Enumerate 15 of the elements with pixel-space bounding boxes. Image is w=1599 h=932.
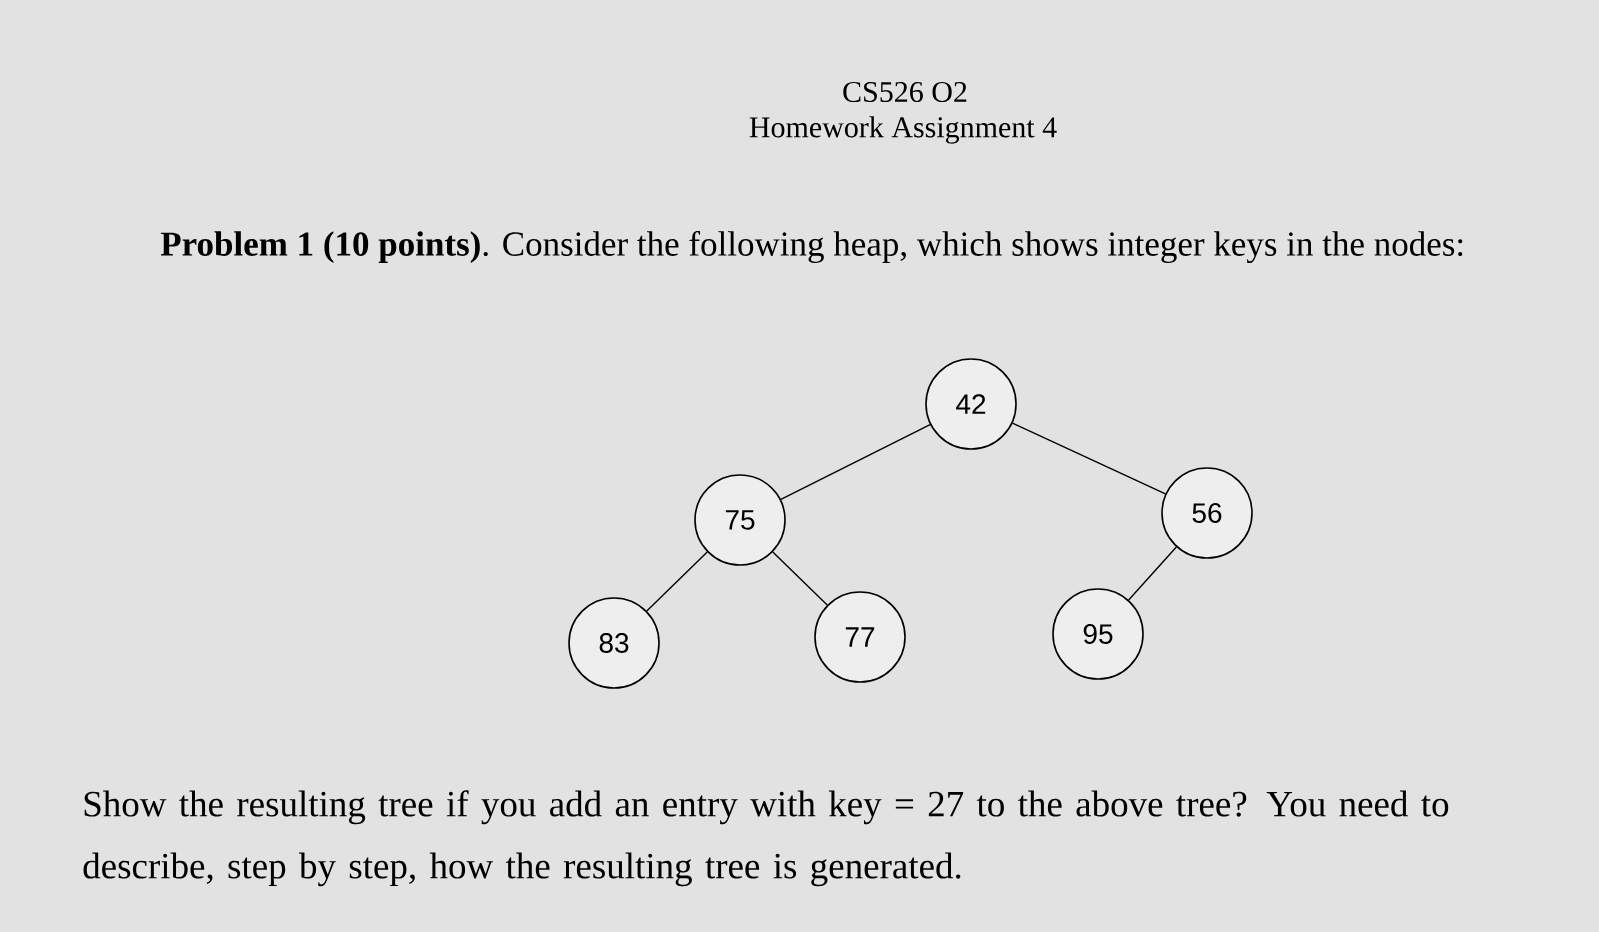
problem-statement: Problem 1 (10 points). Consider the following heap, which shows integer keys in the nodes: — [160, 230, 1463, 264]
tree-edge — [646, 551, 708, 612]
heap-node: 75 — [694, 474, 786, 566]
question-text: Show the resulting tree if you add an entry with key = 27 to the above tree? You need to describe, step by step, how the resulting tree is generated. — [83, 790, 1449, 887]
heap-node: 56 — [1161, 467, 1253, 559]
tree-edge — [772, 551, 828, 606]
heading: CS526 O2 — [843, 81, 967, 103]
heap-node: 83 — [568, 597, 660, 689]
tree-edge — [1127, 546, 1178, 601]
heap-node: 77 — [814, 591, 906, 683]
heap-node: 42 — [925, 358, 1017, 450]
tree-edge — [780, 423, 931, 501]
heap-node: 95 — [1052, 588, 1144, 680]
tree-edge — [1011, 422, 1167, 495]
heading: Homework Assignment 4 — [749, 116, 1057, 144]
